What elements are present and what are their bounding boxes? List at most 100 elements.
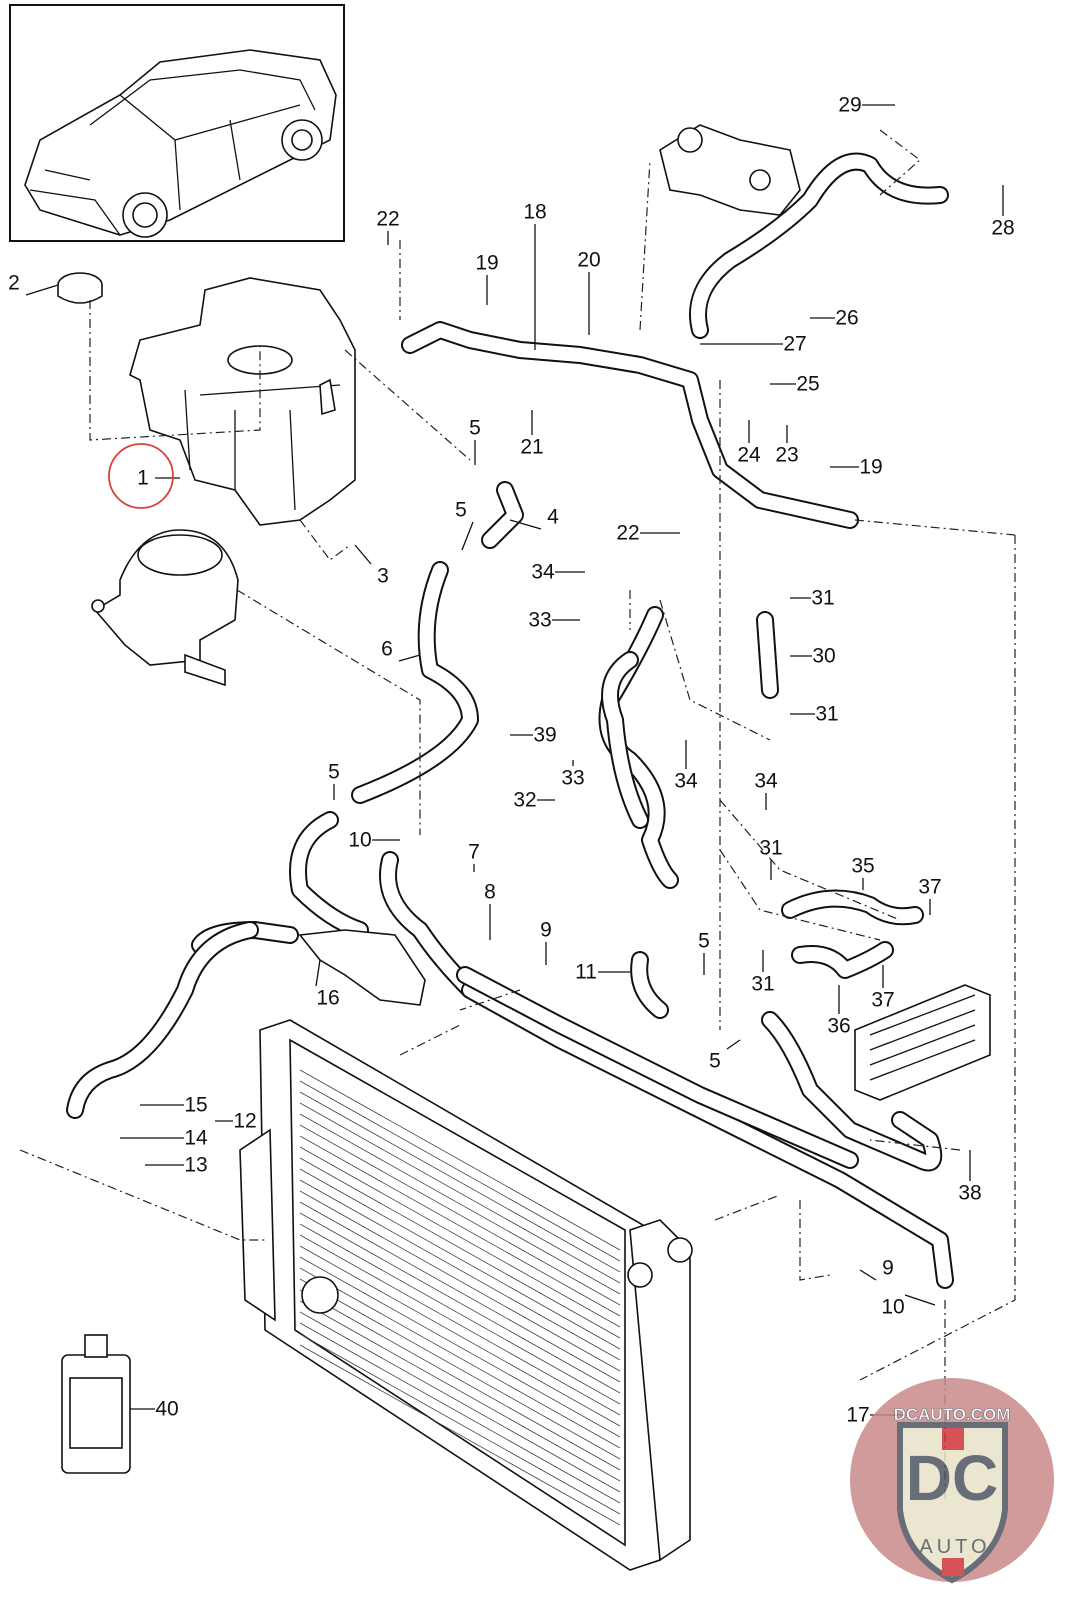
callout-o-ring: 24: [737, 444, 761, 467]
callout-lower-hose: 17: [846, 1404, 869, 1427]
dashed-leader-line: [639, 159, 651, 331]
dcauto-watermark-logo: DCAUTO.COM DC AUTO: [850, 1378, 1054, 1584]
hoses-and-pipes: [66, 152, 954, 1289]
callout-bracket: 39: [533, 724, 556, 747]
radiator-fin: [299, 1278, 621, 1460]
dashed-leader-line: [719, 849, 881, 941]
dashed-leader-line: [344, 349, 471, 461]
radiator-fin: [299, 1267, 621, 1449]
callout-screw: 22: [616, 522, 639, 545]
callout-hose-clamp: 37: [871, 989, 894, 1012]
callout-hose: 4: [547, 506, 559, 529]
callout-leader: [25, 284, 59, 296]
callout-clip: 15: [184, 1094, 207, 1117]
callout-coolant-hose: 6: [381, 638, 393, 661]
dashed-leader-line: [89, 300, 261, 441]
callout-hose-end: 28: [991, 217, 1014, 240]
expansion-tank-alternate: [91, 529, 239, 687]
callout-plug: 23: [775, 444, 798, 467]
radiator-fin: [299, 1223, 621, 1405]
callout-hose: 36: [827, 1015, 850, 1038]
radiator-fin: [299, 1256, 621, 1438]
callout-hose: 26: [835, 307, 858, 330]
hose-fill: [603, 653, 647, 827]
callout-screw: 9: [882, 1257, 894, 1280]
hose-fill: [758, 613, 777, 697]
watermark-text-top: DCAUTO.COM: [894, 1405, 1011, 1424]
vehicle-thumbnail: [9, 4, 345, 242]
callout-screw: 34: [531, 561, 555, 584]
hose-fill: [632, 953, 667, 1017]
dashed-leader-line: [719, 799, 901, 921]
radiator: [239, 1019, 693, 1571]
callout-pipe-assembly: 32: [513, 789, 536, 812]
highlight-circle: [108, 443, 174, 509]
callout-screw: 21: [520, 436, 543, 459]
callout-coolant-pipe: 7: [468, 841, 480, 864]
callout-screw: 3: [377, 565, 389, 588]
callout-radiator-hose-assembly: 12: [233, 1110, 256, 1133]
radiator-fin: [299, 1179, 621, 1361]
callout-clip: 25: [796, 373, 819, 396]
callout-hose-clamp: 5: [709, 1050, 721, 1073]
callout-sensor: 13: [184, 1154, 207, 1177]
callout-hose-clamp: 31: [811, 587, 834, 610]
dashed-leader-line: [869, 1139, 961, 1151]
leader-lines: [19, 129, 1016, 1500]
callout-tank-cap: 2: [8, 272, 20, 295]
hose-fill: [691, 154, 947, 337]
callout-clip: 8: [484, 881, 496, 904]
callout-screw: 34: [754, 770, 778, 793]
callout-o-ring: 33: [528, 609, 551, 632]
radiator-fin: [299, 1190, 621, 1372]
callout-hose-clamp: 37: [918, 876, 941, 899]
hose-fill: [483, 483, 522, 547]
dashed-leader-line: [859, 535, 1016, 1381]
watermark-text-bottom: AUTO: [919, 1536, 990, 1558]
radiator-fin: [299, 1102, 621, 1284]
callout-hose-clamp: 31: [751, 973, 774, 996]
callout-hose: 30: [812, 645, 835, 668]
radiator-fin: [299, 1157, 621, 1339]
dashed-leader-line: [236, 589, 421, 835]
dashed-leader-line: [714, 1194, 781, 1221]
callout-screw: 22: [376, 208, 399, 231]
callout-hose-clamp: 5: [469, 417, 481, 440]
callout-o-ring: 14: [184, 1127, 208, 1150]
radiator-fin: [299, 1344, 621, 1526]
callout-leader: [315, 959, 321, 987]
radiator-fin: [299, 1300, 621, 1482]
dashed-leader-line: [459, 989, 521, 1011]
hose-fill: [458, 968, 857, 1167]
radiator-fin: [299, 1135, 621, 1317]
callout-hose-clamp: 31: [759, 837, 782, 860]
dashed-leader-line: [799, 1200, 831, 1281]
radiator-fin: [299, 1069, 621, 1251]
callout-o-ring: 20: [577, 249, 600, 272]
radiator-fin: [299, 1201, 621, 1383]
hose-fill: [763, 1013, 941, 1170]
callout-bracket: 38: [958, 1182, 981, 1205]
callout-hose-clamp: 5: [455, 499, 467, 522]
callout-o-ring: 27: [783, 333, 806, 356]
callout-hose-clamp: 5: [328, 761, 340, 784]
radiator-fin: [299, 1113, 621, 1295]
callout-hose-clamp: 5: [698, 930, 710, 953]
callout-leader: [398, 654, 421, 662]
callout-hose-connector: 11: [575, 961, 597, 984]
hose-fill: [463, 983, 952, 1287]
callout-coolant-expansion-tank: 1: [137, 467, 149, 490]
watermark-monogram: DC: [906, 1442, 998, 1514]
hose-fill: [353, 563, 477, 802]
radiator-fin: [299, 1234, 621, 1416]
callout-hose: 35: [851, 855, 874, 878]
coolant-bottle: [61, 1334, 131, 1474]
radiator-fin: [299, 1212, 621, 1394]
callout-o-ring: 19: [859, 456, 882, 479]
radiator-fin: [299, 1080, 621, 1262]
hose-fill: [783, 891, 922, 924]
callout-leader: [354, 544, 372, 565]
callout-pipe: 33: [561, 767, 584, 790]
callout-screw: 29: [838, 94, 861, 117]
